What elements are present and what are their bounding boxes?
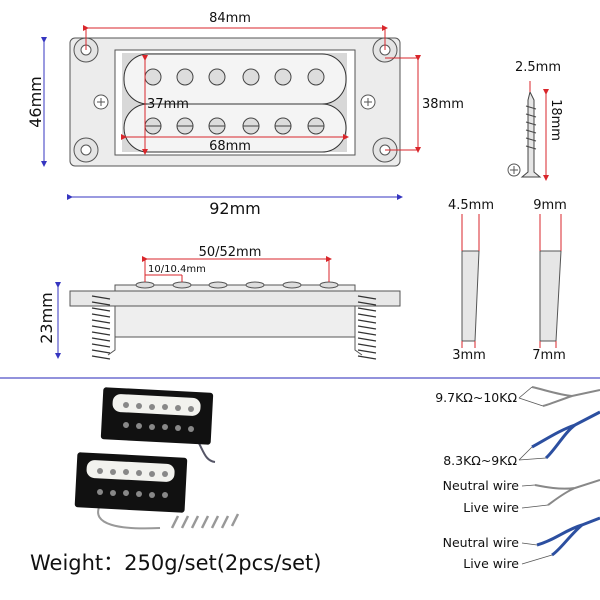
dim-68mm: 68mm xyxy=(209,139,251,154)
spacer-thick xyxy=(539,214,562,348)
resistance-neck-label: 8.3KΩ~9KΩ xyxy=(443,453,517,468)
dim-9mm: 9mm xyxy=(533,198,567,213)
weight-label: Weight：250g/set(2pcs/set) xyxy=(30,551,321,575)
dim-46mm: 46mm xyxy=(26,76,45,128)
resistance-bridge-label: 9.7KΩ~10KΩ xyxy=(435,390,517,405)
dim-7mm: 7mm xyxy=(532,348,566,363)
spacer-thin xyxy=(461,214,480,348)
live-wire-label-1: Live wire xyxy=(463,500,519,515)
dim-50-52mm: 50/52mm xyxy=(199,245,262,260)
screws-photo xyxy=(170,513,240,529)
dim-37mm: 37mm xyxy=(147,97,189,112)
dim-4-5mm: 4.5mm xyxy=(448,198,494,213)
pickup-side-view xyxy=(69,281,401,360)
dim-23mm: 23mm xyxy=(37,292,56,344)
neutral-wire-label-2: Neutral wire xyxy=(443,535,520,550)
pickup-photo-bridge xyxy=(100,387,216,463)
wires-photo xyxy=(518,386,600,565)
dim-84mm: 84mm xyxy=(209,11,251,26)
dim-10-10-4mm: 10/10.4mm xyxy=(148,264,206,275)
neutral-wire-label-1: Neutral wire xyxy=(443,478,520,493)
live-wire-label-2: Live wire xyxy=(463,556,519,571)
dim-38mm: 38mm xyxy=(422,97,464,112)
dim-18mm: 18mm xyxy=(548,99,563,141)
screw-icon xyxy=(507,90,542,178)
dim-2-5mm: 2.5mm xyxy=(515,60,561,75)
dim-92mm: 92mm xyxy=(209,199,261,218)
pickup-photo-neck xyxy=(74,452,188,530)
dim-3mm: 3mm xyxy=(452,348,486,363)
